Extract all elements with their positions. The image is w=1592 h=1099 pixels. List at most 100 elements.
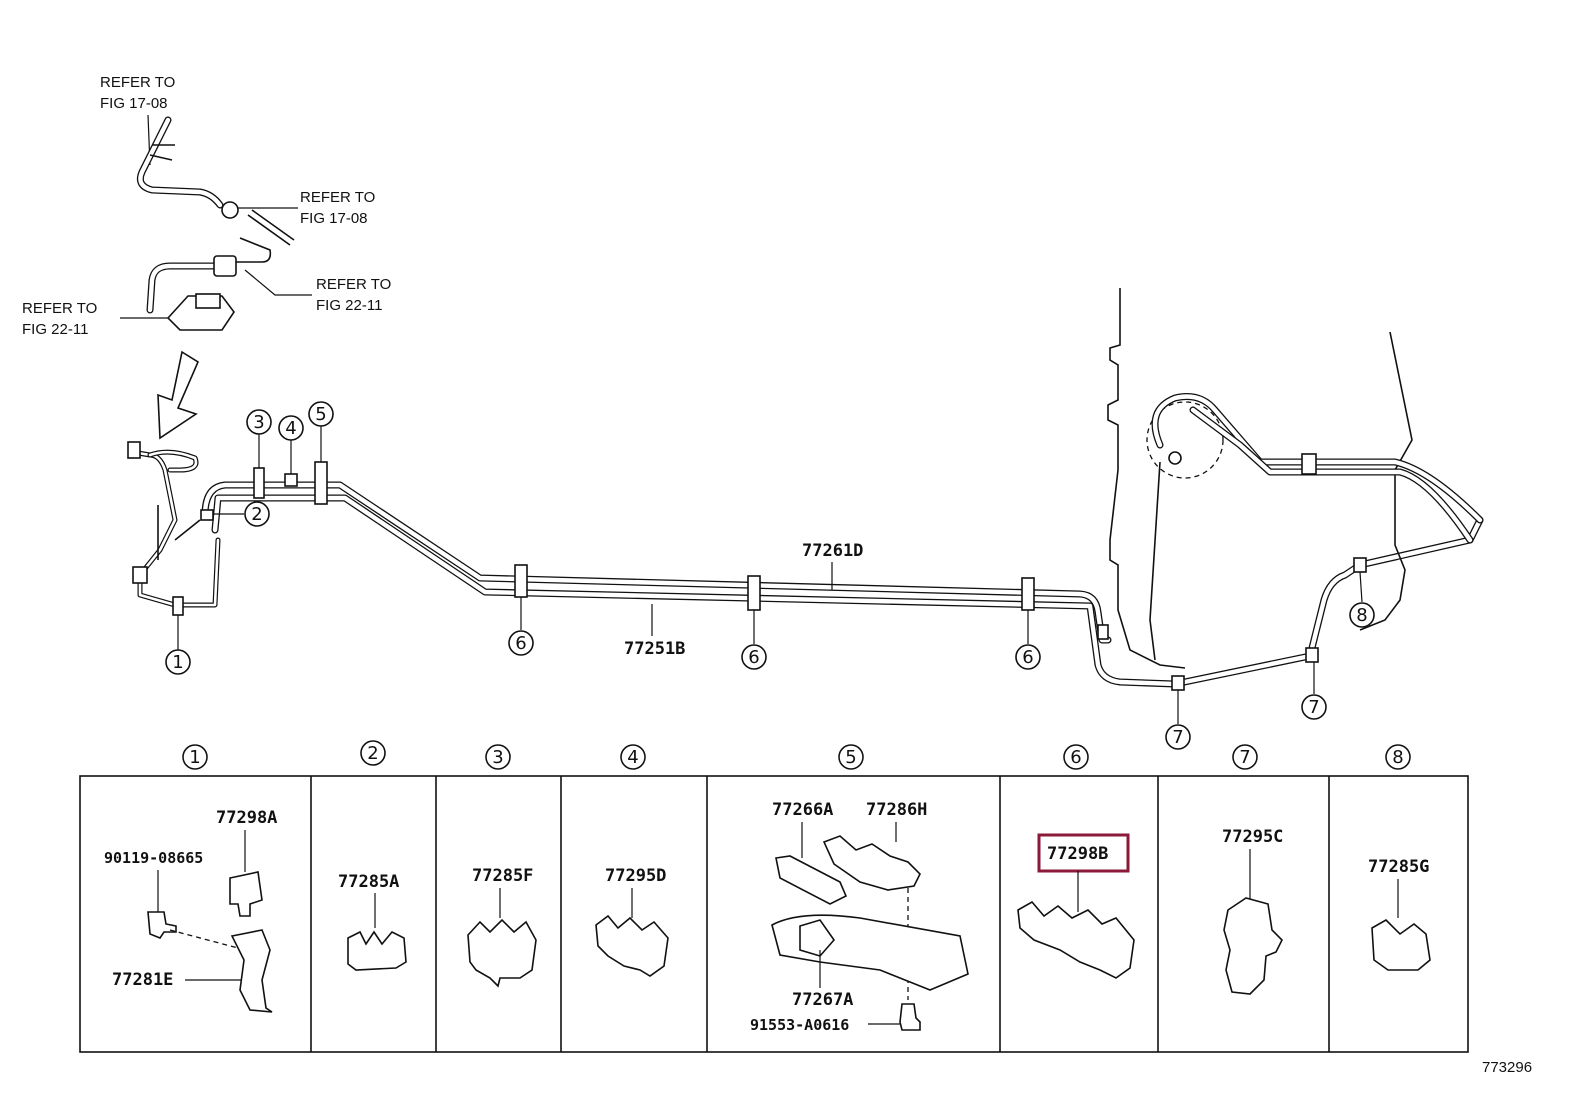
svg-text:4: 4	[627, 747, 638, 768]
clamp-1	[172, 596, 184, 616]
refer-label-3: REFER TO FIG 22-11	[316, 276, 391, 314]
svg-text:3: 3	[253, 412, 264, 433]
svg-text:1: 1	[172, 652, 183, 673]
clip-icon	[595, 914, 669, 977]
svg-text:2: 2	[367, 743, 378, 764]
svg-text:2: 2	[251, 504, 262, 525]
column-header-3: 3	[485, 744, 511, 770]
callout-4: 4	[278, 415, 304, 474]
rear-frame-outline	[1107, 288, 1484, 669]
part-label-91553-A0616[interactable]: 91553-A0616	[750, 1016, 849, 1034]
svg-text:8: 8	[1392, 747, 1403, 768]
part-label-77267A[interactable]: 77267A	[792, 990, 853, 1010]
svg-text:REFER TO: REFER TO	[300, 189, 375, 206]
brake-line-77261D	[201, 481, 1112, 644]
part-label-77295D[interactable]: 77295D	[605, 866, 666, 886]
cell-4: 77295D	[595, 866, 669, 977]
svg-text:REFER TO: REFER TO	[22, 300, 97, 317]
svg-text:8: 8	[1356, 605, 1367, 626]
bolt-icon	[899, 1003, 921, 1031]
svg-text:FIG 17-08: FIG 17-08	[300, 210, 368, 227]
svg-text:REFER TO: REFER TO	[100, 74, 175, 91]
callout-1: 1	[165, 615, 191, 675]
svg-text:4: 4	[285, 418, 296, 439]
column-header-8: 8	[1385, 744, 1411, 770]
bracket-icon	[775, 855, 848, 905]
part-label-77298B[interactable]: 77298B	[1047, 844, 1108, 864]
svg-text:7: 7	[1239, 747, 1250, 768]
part-label-90119-08665[interactable]: 90119-08665	[104, 849, 203, 867]
column-header-5: 5	[838, 744, 864, 770]
svg-text:REFER TO: REFER TO	[316, 276, 391, 293]
callout-6a: 6	[508, 597, 534, 656]
callout-8: 8	[1349, 571, 1375, 628]
part-label-77298A[interactable]: 77298A	[216, 808, 277, 828]
clamp-6c	[1021, 577, 1035, 611]
part-label-77285A[interactable]: 77285A	[338, 872, 399, 892]
part-label-77285G[interactable]: 77285G	[1368, 857, 1429, 877]
column-header-1: 1	[182, 744, 208, 770]
column-header-7: 7	[1232, 744, 1258, 770]
svg-text:FIG 22-11: FIG 22-11	[316, 297, 382, 314]
cell-1: 77298A 90119-08665 77281E	[104, 808, 277, 1013]
cell-5: 77266A 77286H 77267A 91553-A0616	[750, 800, 969, 1034]
callout-5: 5	[308, 401, 334, 462]
cell-2: 77285A	[338, 872, 407, 971]
clamp-7a	[1171, 675, 1185, 691]
highlight-box	[1037, 833, 1130, 873]
clip-icon	[1371, 919, 1431, 971]
diagram-id: 773296	[1482, 1059, 1532, 1076]
part-label-77285F[interactable]: 77285F	[472, 866, 533, 886]
svg-text:6: 6	[515, 633, 526, 654]
refer-label-1: REFER TO FIG 17-08	[100, 74, 175, 112]
fuel-hose-sketch	[136, 116, 295, 331]
clamp-3	[253, 467, 265, 499]
column-header-4: 4	[620, 744, 646, 770]
cell-7: 77295C	[1222, 827, 1283, 995]
callout-2: 2	[213, 501, 270, 527]
part-label-77281E[interactable]: 77281E	[112, 970, 173, 990]
callout-6c: 6	[1015, 610, 1041, 670]
column-header-6: 6	[1063, 744, 1089, 770]
clip-icon	[822, 835, 921, 891]
part-label-77266A[interactable]: 77266A	[772, 800, 833, 820]
clamp-4	[284, 473, 298, 487]
svg-text:3: 3	[492, 747, 503, 768]
clamp-2	[200, 509, 214, 521]
part-label-77286H[interactable]: 77286H	[866, 800, 927, 820]
callout-6b: 6	[741, 610, 767, 670]
svg-text:7: 7	[1308, 697, 1319, 718]
clamp-7b	[1305, 647, 1319, 663]
svg-text:1: 1	[189, 747, 200, 768]
line-label-upper: 77261D	[802, 541, 863, 561]
clamp-6a	[514, 564, 528, 598]
line-label-lower: 77251B	[624, 639, 685, 659]
bracket-icon	[230, 929, 273, 1013]
part-label-77295C[interactable]: 77295C	[1222, 827, 1283, 847]
svg-text:6: 6	[1070, 747, 1081, 768]
svg-text:5: 5	[845, 747, 856, 768]
svg-text:FIG 17-08: FIG 17-08	[100, 95, 168, 112]
parts-table	[79, 775, 1469, 1053]
refer-label-2: REFER TO FIG 17-08	[300, 189, 375, 227]
clip-icon	[467, 918, 537, 988]
svg-text:6: 6	[1022, 647, 1033, 668]
svg-text:5: 5	[315, 404, 326, 425]
clamp-part-icon	[229, 871, 263, 917]
column-header-2: 2	[360, 740, 386, 766]
clamp-junction	[1097, 624, 1109, 640]
cell-6: 77298B	[1017, 833, 1135, 979]
clip-icon	[347, 930, 407, 971]
svg-text:7: 7	[1172, 727, 1183, 748]
callout-7b: 7	[1301, 662, 1327, 720]
callout-3: 3	[246, 409, 272, 468]
cell-3: 77285F	[467, 866, 537, 988]
callout-7a: 7	[1165, 690, 1191, 750]
clamp-6b	[747, 575, 761, 611]
refer-label-4: REFER TO FIG 22-11	[22, 300, 97, 338]
direction-arrow-icon	[157, 350, 200, 440]
svg-text:6: 6	[748, 647, 759, 668]
cell-8: 77285G	[1368, 857, 1431, 971]
clip-icon	[1017, 900, 1135, 979]
